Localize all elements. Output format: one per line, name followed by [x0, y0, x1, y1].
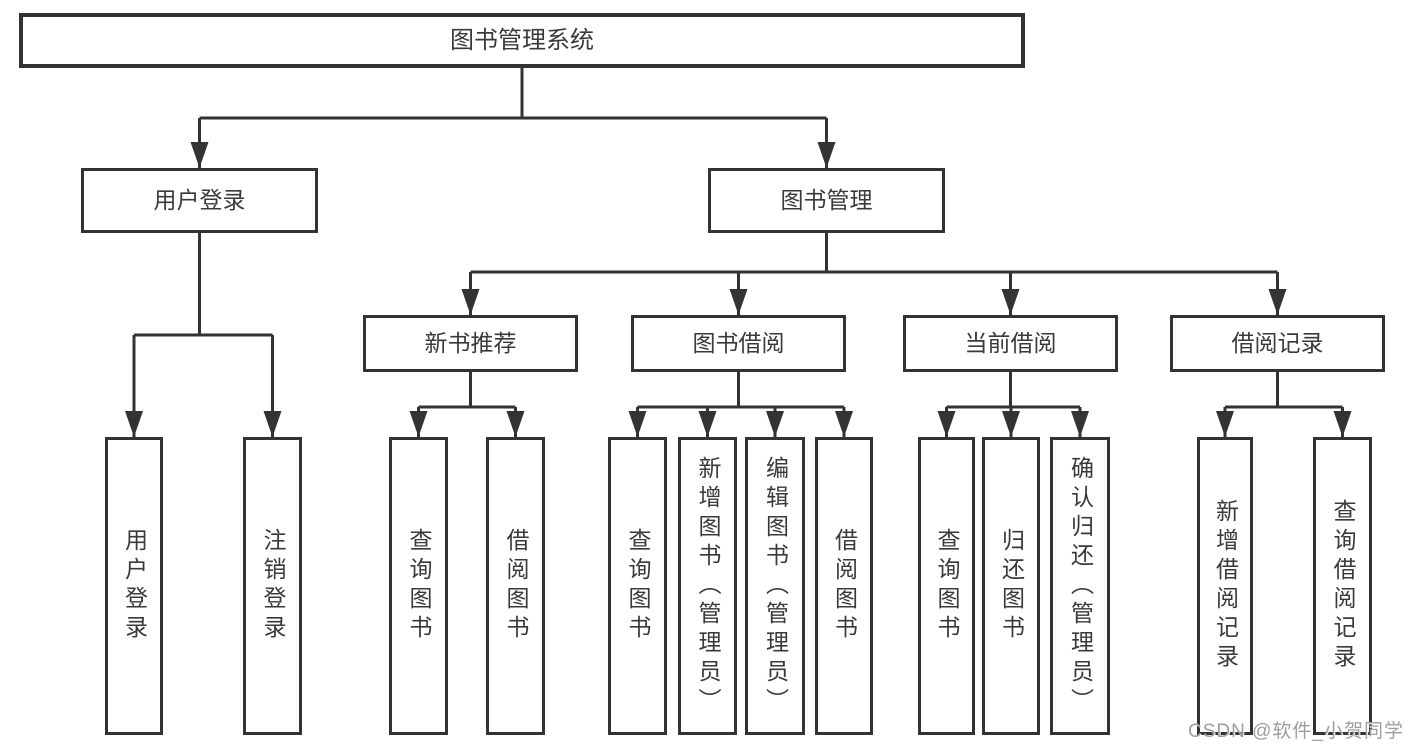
- connector-user-login-branch: [132, 233, 274, 437]
- node-borrowing-records: 借阅记录: [1170, 315, 1385, 372]
- leaf-confirm-return-admin: 确认归还（管理员）: [1050, 437, 1110, 735]
- node-user-login: 用户登录: [81, 168, 318, 233]
- leaf-borrow-books: 借阅图书: [815, 437, 873, 735]
- connector-root-to-level2: [198, 68, 828, 168]
- watermark: CSDN @软件_小贺同学: [1188, 721, 1404, 742]
- arrow-down-icon: [125, 411, 143, 437]
- node-book-management: 图书管理: [708, 168, 945, 233]
- connector-book-management-branch: [469, 233, 1279, 315]
- node-current-borrowing: 当前借阅: [903, 315, 1118, 372]
- arrow-down-icon: [817, 142, 836, 168]
- node-library-management-system: 图书管理系统: [19, 13, 1025, 68]
- arrowheads: [125, 142, 1352, 437]
- arrow-down-icon: [628, 411, 647, 437]
- arrow-down-icon: [835, 411, 853, 437]
- node-book-borrowing: 图书借阅: [631, 315, 846, 372]
- arrow-down-icon: [1002, 411, 1020, 437]
- connector-new-book-branch: [417, 372, 517, 437]
- arrow-down-icon: [698, 411, 717, 437]
- leaf-add-borrow-record: 新增借阅记录: [1197, 437, 1253, 735]
- connector-borrowing-records-branch: [1223, 372, 1344, 437]
- leaf-query-books: 查询图书: [389, 437, 448, 735]
- leaf-query-books: 查询图书: [918, 437, 975, 735]
- arrow-down-icon: [506, 411, 525, 437]
- arrow-down-icon: [1071, 411, 1089, 437]
- arrow-down-icon: [190, 142, 209, 168]
- arrow-down-icon: [729, 289, 748, 315]
- node-new-book-recommendation: 新书推荐: [363, 315, 578, 372]
- leaf-logout: 注销登录: [243, 437, 302, 735]
- arrow-down-icon: [1268, 289, 1287, 315]
- arrow-down-icon: [937, 411, 956, 437]
- leaf-query-borrow-record: 查询借阅记录: [1313, 437, 1372, 735]
- arrow-down-icon: [1333, 411, 1352, 437]
- arrow-down-icon: [409, 411, 428, 437]
- leaf-query-books: 查询图书: [608, 437, 667, 735]
- arrow-down-icon: [461, 289, 480, 315]
- arrow-down-icon: [1216, 411, 1234, 437]
- arrow-down-icon: [1001, 289, 1020, 315]
- leaf-borrow-books: 借阅图书: [486, 437, 545, 735]
- leaf-add-book-admin: 新增图书（管理员）: [678, 437, 737, 735]
- leaf-return-books: 归还图书: [982, 437, 1040, 735]
- connector-book-borrowing-branch: [636, 372, 846, 437]
- leaf-user-login: 用户登录: [105, 437, 163, 735]
- arrow-down-icon: [766, 411, 784, 437]
- arrow-down-icon: [263, 411, 282, 437]
- leaf-edit-book-admin: 编辑图书（管理员）: [745, 437, 805, 735]
